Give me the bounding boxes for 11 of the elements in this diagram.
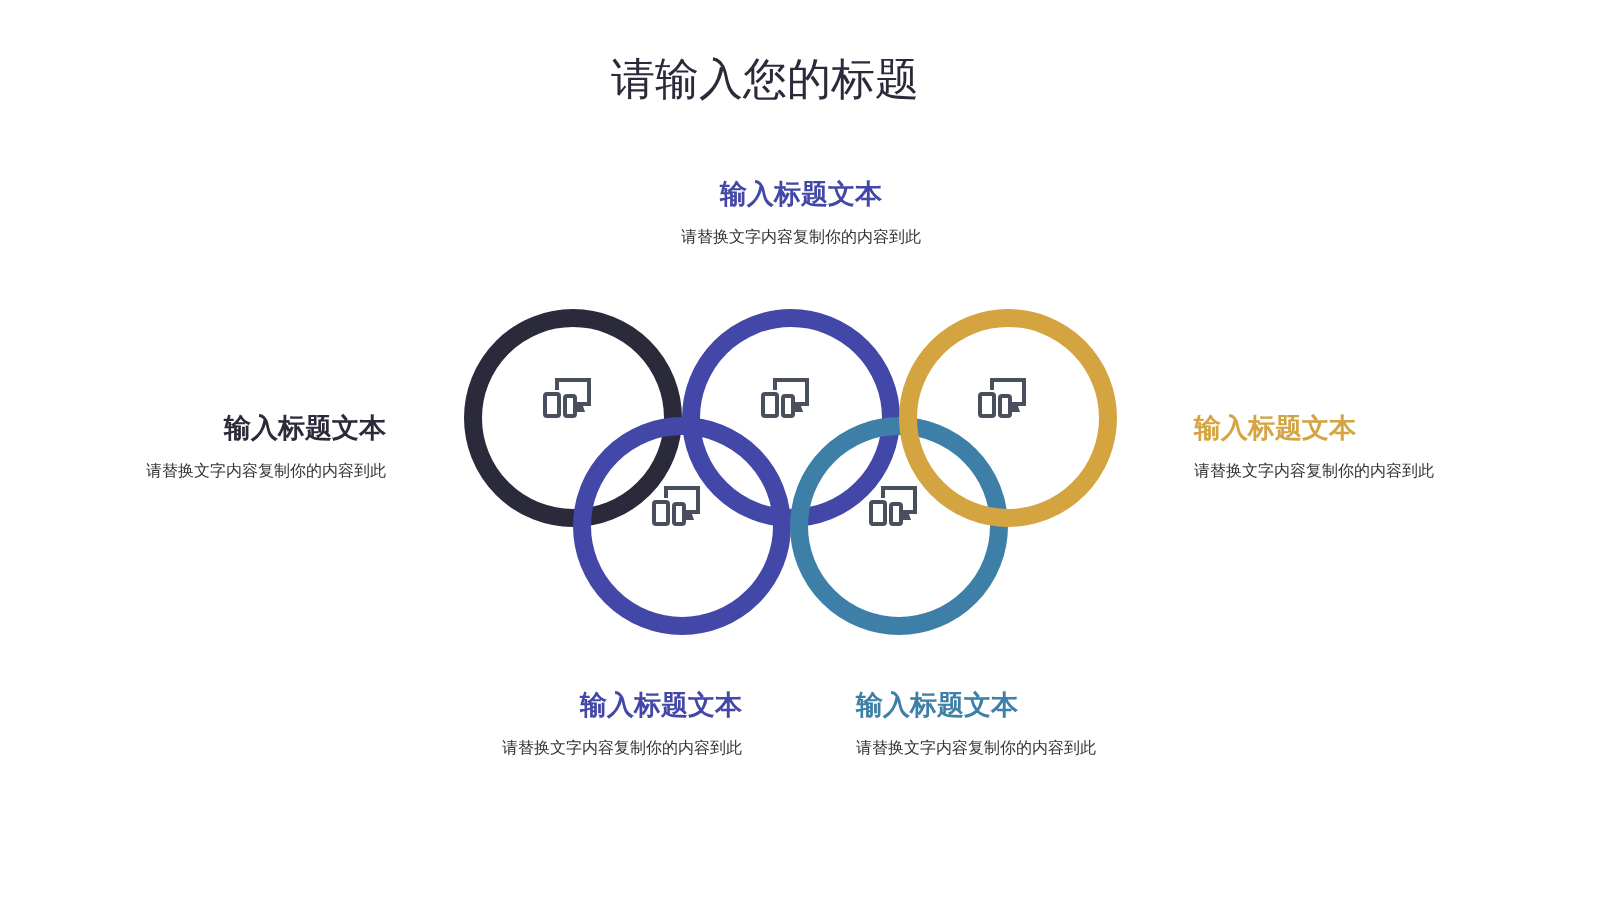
heading: 输入标题文本 <box>580 688 742 722</box>
heading: 输入标题文本 <box>1194 411 1356 445</box>
heading: 输入标题文本 <box>224 411 386 445</box>
heading: 输入标题文本 <box>720 177 882 211</box>
title: 请输入您的标题 <box>611 51 919 106</box>
description: 请替换文字内容复制你的内容到此 <box>502 737 742 759</box>
description: 请替换文字内容复制你的内容到此 <box>1194 460 1434 482</box>
description: 请替换文字内容复制你的内容到此 <box>146 460 386 482</box>
description: 请替换文字内容复制你的内容到此 <box>856 737 1096 759</box>
description: 请替换文字内容复制你的内容到此 <box>681 226 921 248</box>
heading: 输入标题文本 <box>856 688 1018 722</box>
